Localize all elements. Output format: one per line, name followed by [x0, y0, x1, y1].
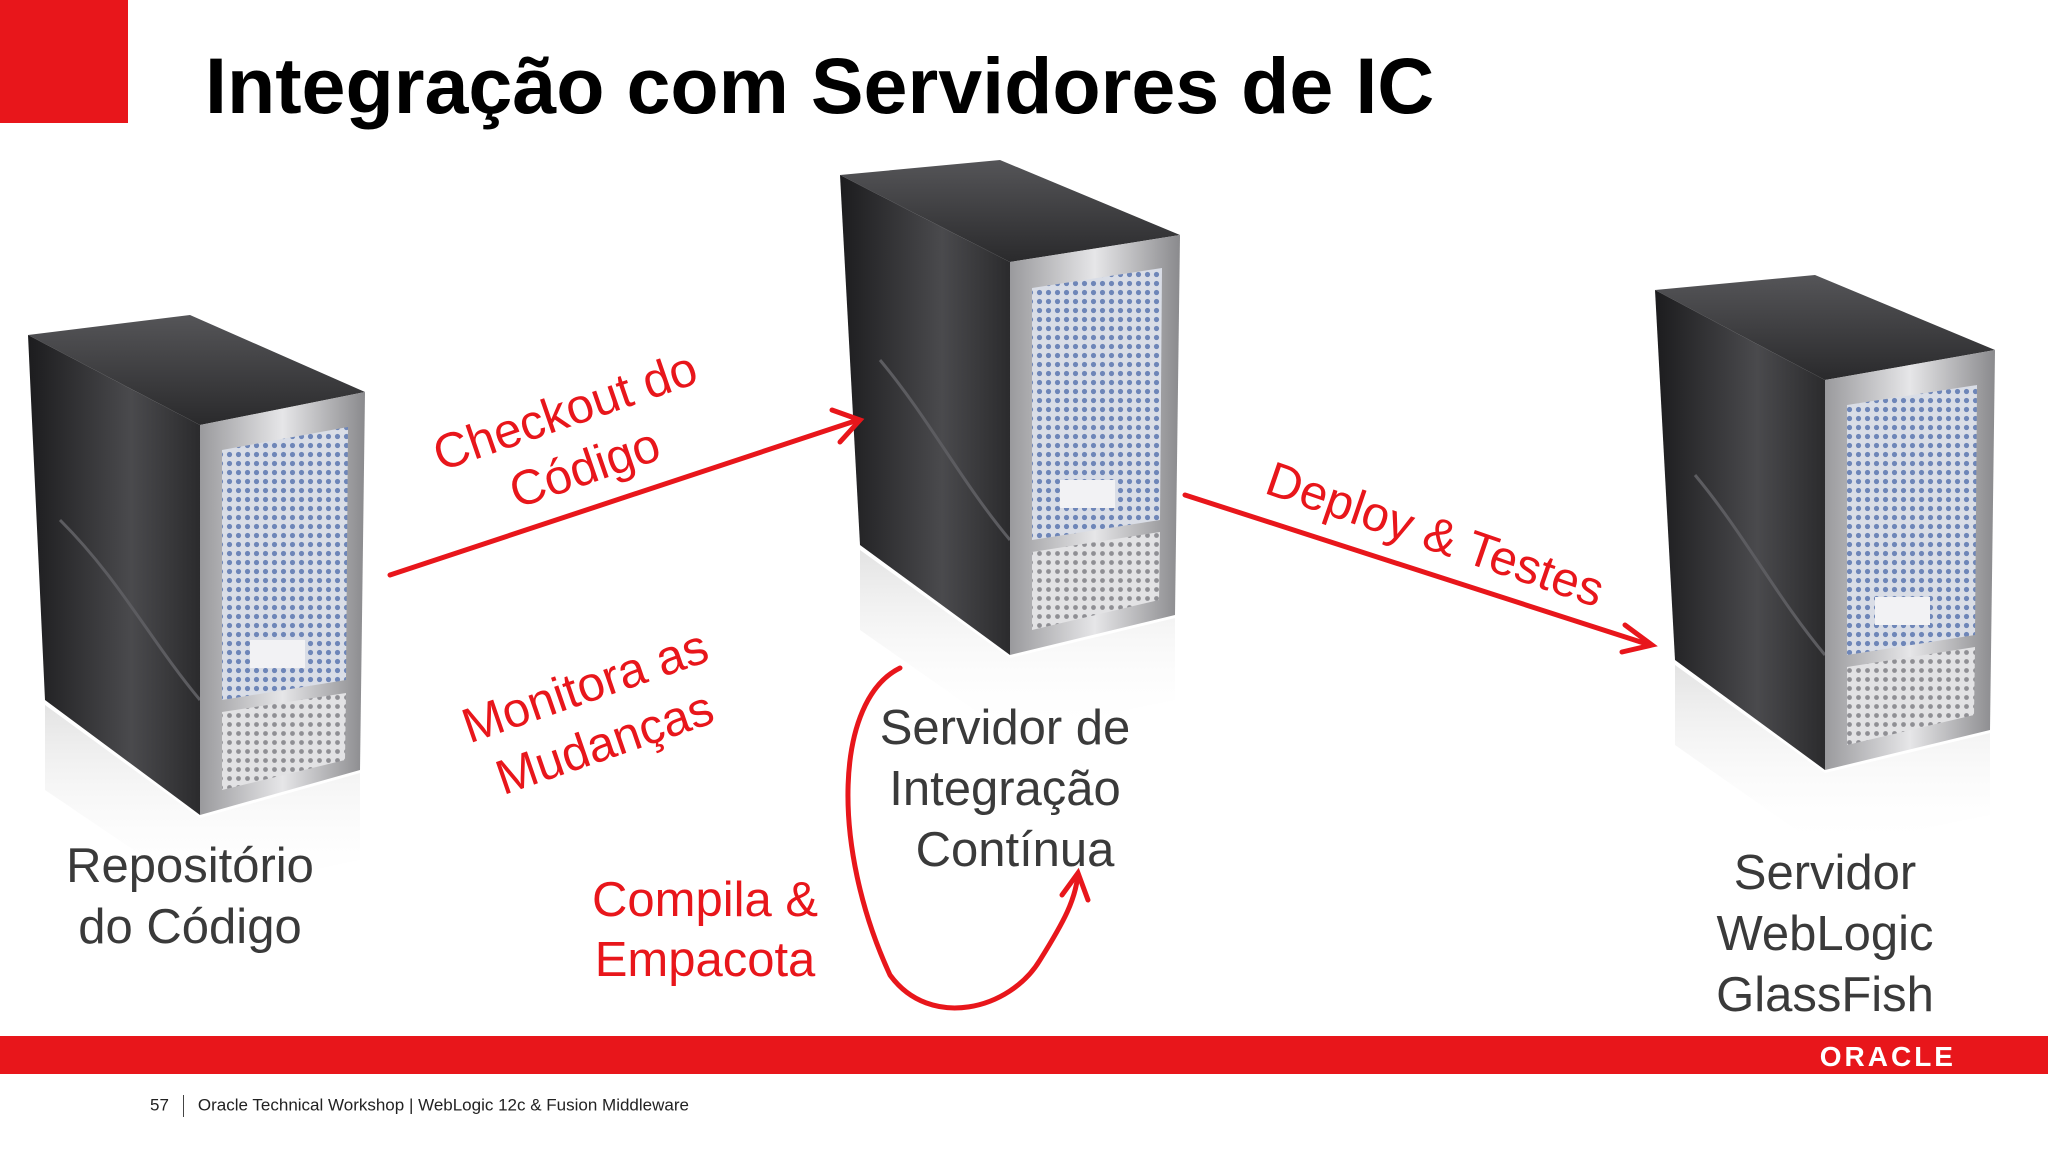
footer-divider: [182, 1095, 184, 1117]
edge-label-build: Compila & Empacota: [570, 870, 840, 990]
node-label-line: Repositório: [66, 839, 314, 893]
footer-text: Oracle Technical Workshop | WebLogic 12c…: [197, 1095, 689, 1115]
server-repository-icon: [28, 315, 365, 895]
edge-label-line: Compila &: [591, 873, 819, 927]
node-label-line: Servidor: [1733, 846, 1917, 900]
node-label-line: WebLogic: [1716, 907, 1934, 961]
slide-title: Integração com Servidores de IC: [205, 41, 1435, 130]
node-label-line: Servidor de: [879, 701, 1131, 755]
arrow-checkout: [387, 407, 865, 578]
slide-footer: 57 Oracle Technical Workshop | WebLogic 1…: [150, 1095, 689, 1117]
node-label-repository: Repositório do Código: [45, 836, 335, 958]
node-label-line: Contínua: [915, 823, 1115, 877]
edge-label-line: Empacota: [594, 933, 816, 987]
node-label-line: do Código: [78, 900, 302, 954]
server-weblogic-icon: [1655, 275, 1995, 850]
node-label-ci: Servidor de Integração Contínua: [860, 698, 1150, 881]
node-label-line: GlassFish: [1716, 968, 1934, 1022]
title-corner-block: [0, 0, 128, 123]
footer-bar: [0, 1036, 2048, 1074]
server-ci-icon: [840, 160, 1180, 735]
oracle-logo: ORACLE: [1819, 1041, 1956, 1072]
node-label-line: Integração: [889, 762, 1121, 816]
arrow-deploy: [1182, 492, 1658, 655]
page-number: 57: [150, 1095, 169, 1115]
node-label-weblogic: Servidor WebLogic GlassFish: [1680, 843, 1970, 1026]
arrow-build-loop: [845, 665, 1091, 1011]
